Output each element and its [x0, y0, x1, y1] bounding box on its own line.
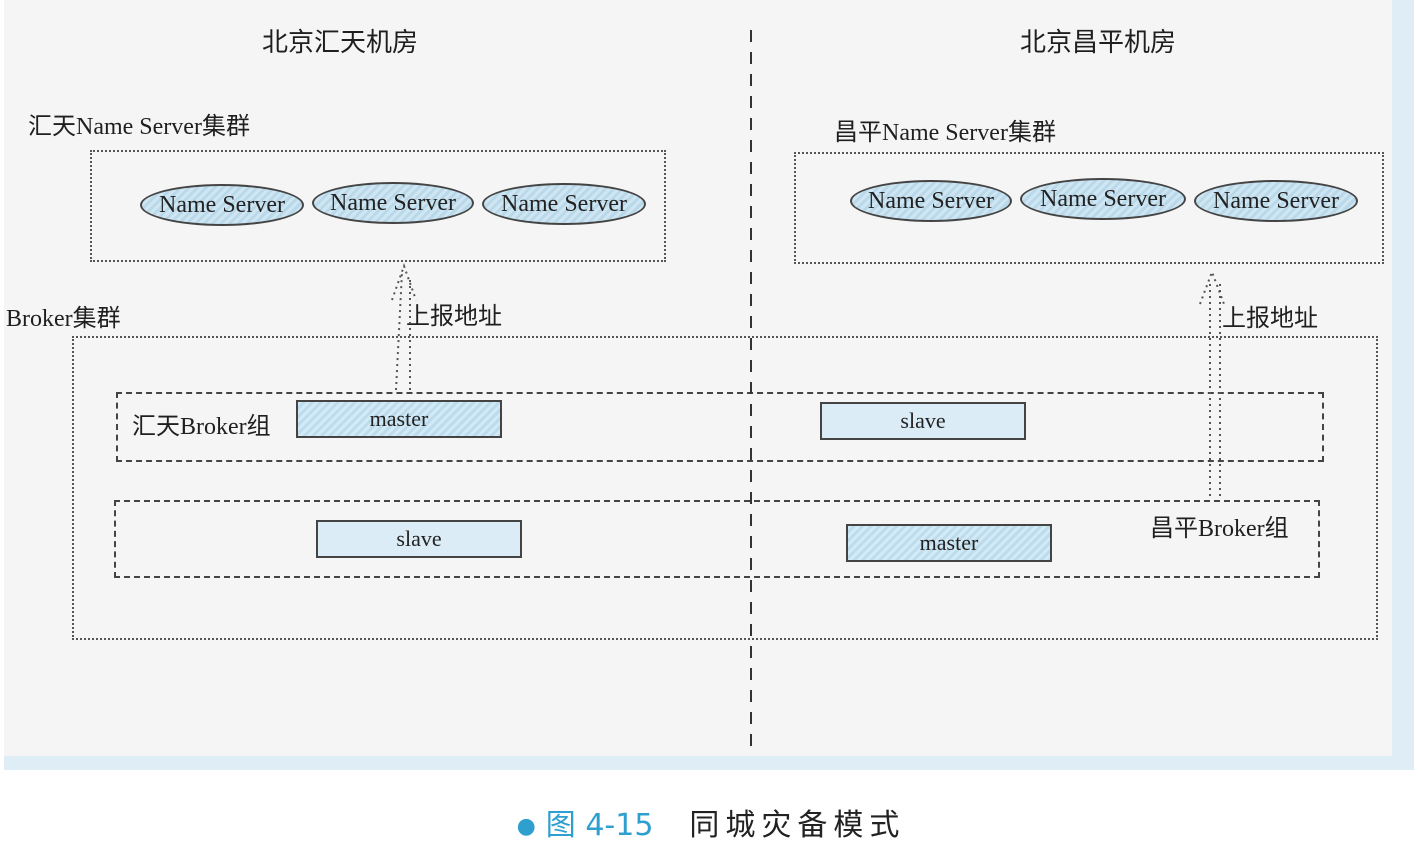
report-arrow-huitian — [391, 262, 417, 391]
figure-title: 同城灾备模式 — [689, 808, 906, 843]
name-server-node: Name Server — [140, 184, 304, 226]
slave-node-changping: slave — [316, 520, 522, 558]
name-server-node: Name Server — [1020, 178, 1186, 220]
name-server-node: Name Server — [1194, 180, 1358, 222]
report-address-label-huitian: 上报地址 — [406, 304, 502, 330]
broker-group-label-changping: 昌平Broker组 — [1150, 516, 1289, 542]
room-label-huitian: 北京汇天机房 — [262, 28, 419, 58]
diagram-panel — [4, 0, 1414, 770]
broker-group-label-huitian: 汇天Broker组 — [132, 414, 271, 440]
name-server-node: Name Server — [850, 180, 1012, 222]
slave-node-huitian: slave — [820, 402, 1026, 440]
ns-cluster-label-huitian: 汇天Name Server集群 — [28, 114, 250, 140]
master-node-huitian: master — [296, 400, 502, 438]
broker-cluster-label: Broker集群 — [6, 306, 121, 332]
room-label-changping: 北京昌平机房 — [1020, 28, 1177, 58]
figure-number: 图 4-15 — [545, 808, 654, 843]
report-arrow-changping — [1199, 269, 1225, 496]
report-address-label-changping: 上报地址 — [1222, 306, 1318, 332]
broker-group-huitian — [116, 392, 1324, 462]
ns-cluster-box-huitian — [90, 150, 666, 262]
caption-bullet-icon: ● — [516, 814, 536, 839]
broker-cluster-box — [72, 336, 1378, 640]
name-server-node: Name Server — [312, 182, 474, 224]
ns-cluster-box-changping — [794, 152, 1384, 264]
figure-caption: ● 图 4-15 同城灾备模式 — [0, 800, 1422, 844]
master-node-changping: master — [846, 524, 1052, 562]
broker-group-changping — [114, 500, 1320, 578]
name-server-node: Name Server — [482, 183, 646, 225]
ns-cluster-label-changping: 昌平Name Server集群 — [834, 120, 1056, 146]
